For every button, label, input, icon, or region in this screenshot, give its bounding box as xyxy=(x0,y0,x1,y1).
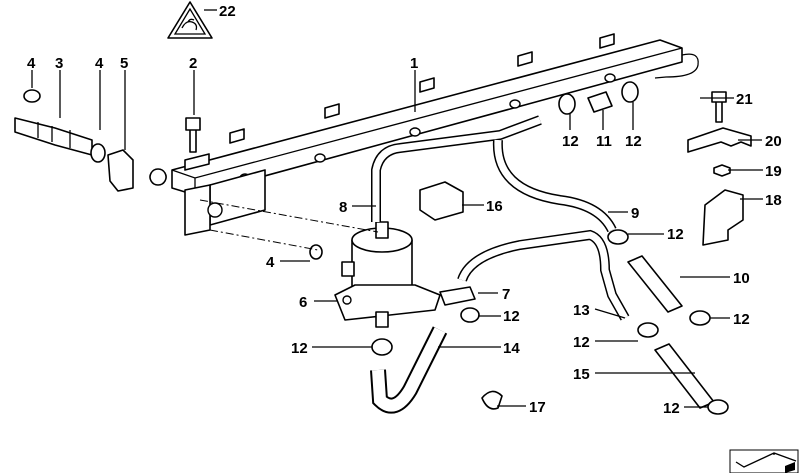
callout-22: 22 xyxy=(219,3,236,20)
callout-18: 18 xyxy=(765,192,782,209)
callout-1: 1 xyxy=(410,55,418,72)
warning-label-icon xyxy=(167,1,213,39)
leader-lines xyxy=(31,9,763,408)
callout-8: 8 xyxy=(339,199,347,216)
fuel-rail xyxy=(149,33,699,236)
injector-clip xyxy=(107,149,134,192)
fuel-pressure-regulator xyxy=(334,221,441,328)
callout-12: 12 xyxy=(667,226,684,243)
bracket xyxy=(702,189,744,246)
callout-numbers: 22 4 3 4 5 2 1 21 20 19 18 12 11 12 8 16… xyxy=(27,3,782,417)
callout-12: 12 xyxy=(573,334,590,351)
o-ring xyxy=(23,89,41,103)
nut xyxy=(713,164,731,177)
callout-12: 12 xyxy=(503,308,520,325)
callout-4: 4 xyxy=(266,254,275,271)
callout-12: 12 xyxy=(625,133,642,150)
callout-6: 6 xyxy=(299,294,307,311)
callout-15: 15 xyxy=(573,366,590,383)
grommet xyxy=(481,390,503,410)
callout-2: 2 xyxy=(189,55,197,72)
hose-clamps xyxy=(371,81,729,415)
diagram-corner-icon xyxy=(729,449,799,473)
callout-17: 17 xyxy=(529,399,546,416)
callout-11: 11 xyxy=(596,133,612,150)
callout-12: 12 xyxy=(291,340,308,357)
callout-19: 19 xyxy=(765,163,782,180)
callout-21: 21 xyxy=(736,91,753,108)
callout-9: 9 xyxy=(631,205,639,222)
callout-12: 12 xyxy=(562,133,579,150)
callout-16: 16 xyxy=(486,198,503,215)
o-ring xyxy=(309,244,323,260)
callout-13: 13 xyxy=(573,302,590,319)
fuel-injector xyxy=(14,117,93,156)
hose-section xyxy=(654,343,715,409)
callout-3: 3 xyxy=(55,55,63,72)
callout-4: 4 xyxy=(27,55,36,72)
o-ring xyxy=(90,143,106,163)
rubber-mount xyxy=(419,181,464,221)
callout-12: 12 xyxy=(733,311,750,328)
callout-10: 10 xyxy=(733,270,750,287)
callout-4: 4 xyxy=(95,55,104,72)
callout-14: 14 xyxy=(503,340,520,357)
hose-section xyxy=(627,255,683,313)
bracket-clamp xyxy=(687,127,752,153)
callout-7: 7 xyxy=(502,286,510,303)
bolt xyxy=(711,91,727,123)
bolt xyxy=(185,117,201,153)
hose-fitting xyxy=(439,286,476,306)
callout-20: 20 xyxy=(765,133,782,150)
callout-5: 5 xyxy=(120,55,128,72)
callout-12: 12 xyxy=(663,400,680,417)
